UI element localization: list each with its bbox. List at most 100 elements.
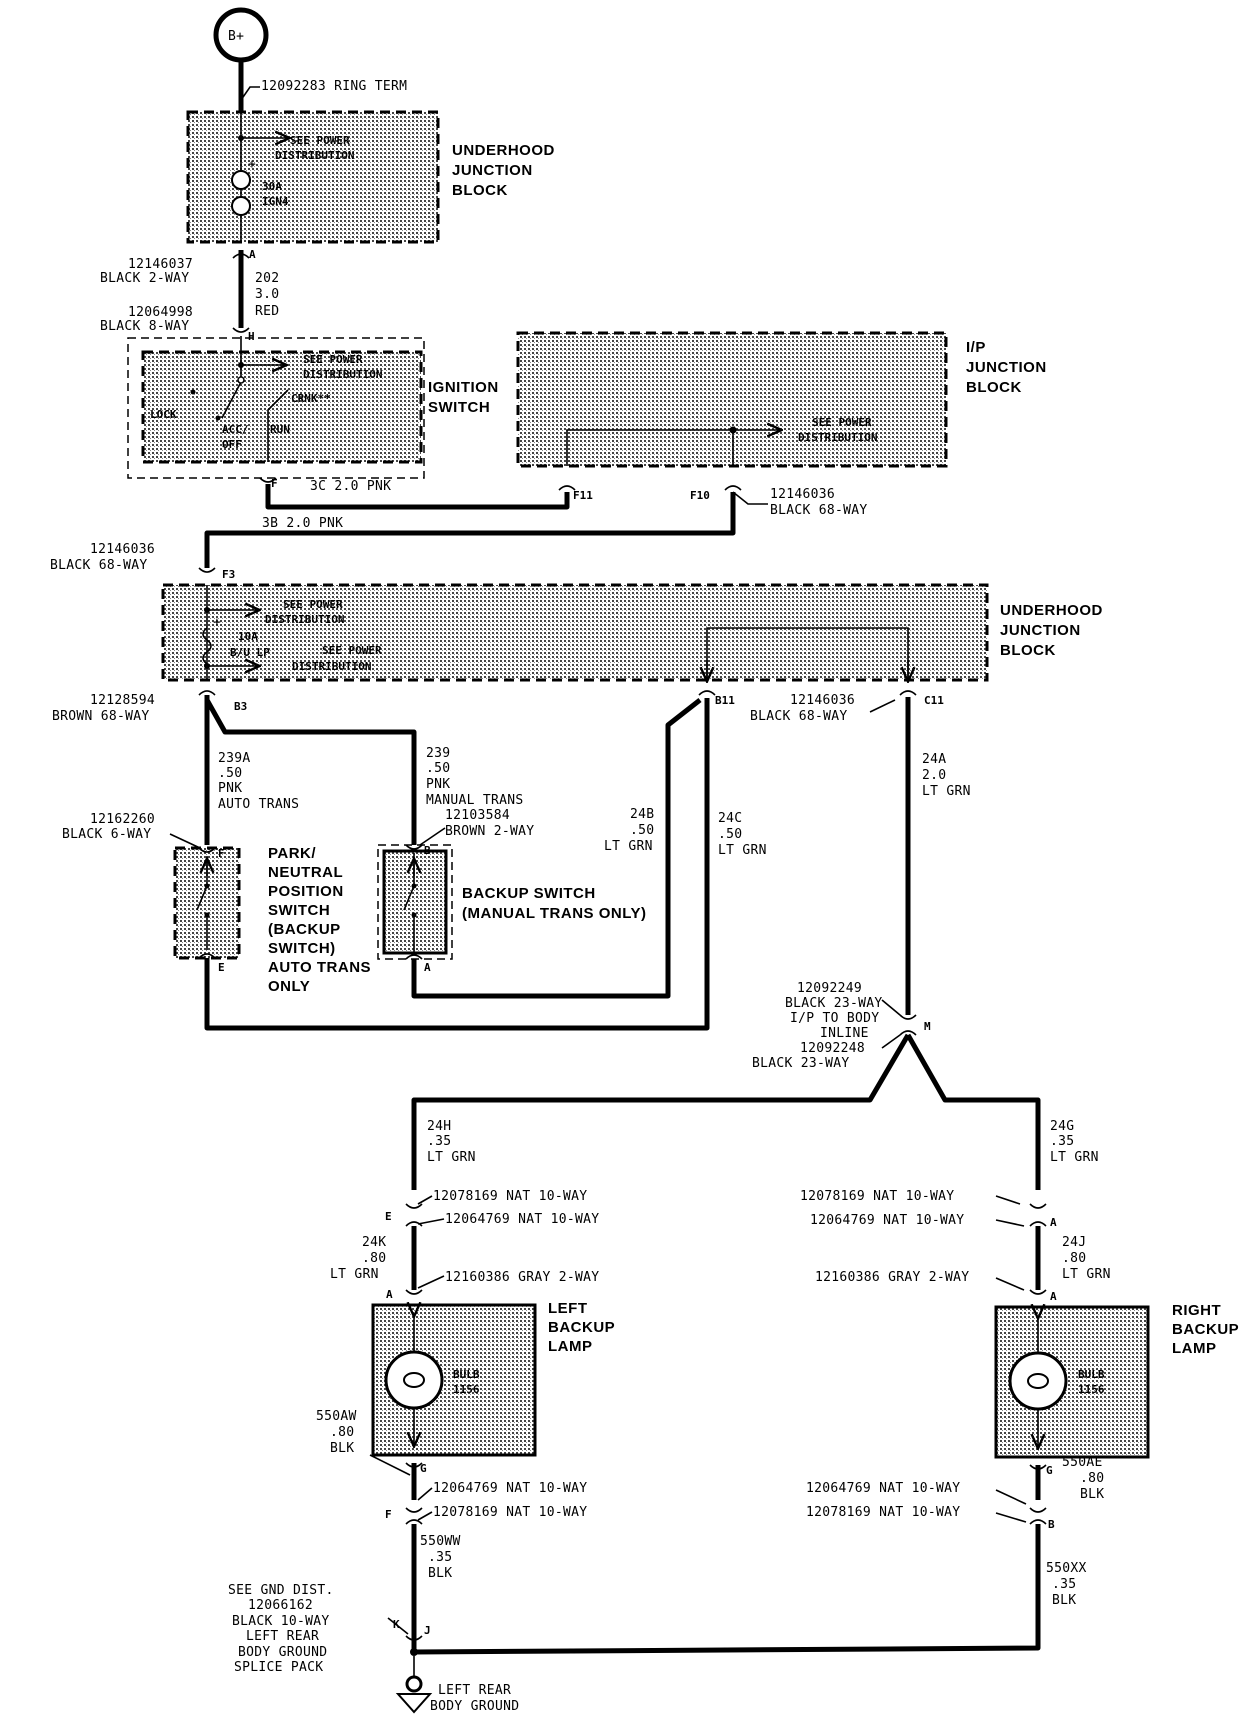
wire-202-id: 202 [255, 271, 279, 286]
right-pin-a1: A [1050, 1216, 1057, 1229]
ipjb-name-3: BLOCK [966, 379, 1022, 396]
uhjb-mid-see-power-2: SEE POWER [322, 644, 382, 657]
right-bulb-number: 1156 [1078, 1383, 1105, 1396]
right-conn5-leader [995, 1512, 1027, 1523]
wire-202-color: RED [255, 304, 279, 319]
fuse-10a-amp: 10A [238, 630, 258, 643]
conn-f3-tick [198, 567, 216, 573]
wire-24a-id: 24A [922, 752, 946, 767]
conn-h-part: 12064998 [128, 305, 193, 320]
left-conn2-leader [417, 1218, 445, 1225]
ground-splice-2: 12066162 [248, 1598, 313, 1613]
pn-switch-contact1 [204, 883, 210, 889]
left-24k-id: 24K [362, 1235, 386, 1250]
ground-splice-leader [387, 1617, 409, 1635]
conn-h-pin: H [248, 330, 255, 343]
left-conn1-leader [417, 1195, 433, 1205]
uhjb-mid-name-1: UNDERHOOD [1000, 602, 1103, 619]
wire-24b [411, 698, 702, 999]
right-550ae-color: BLK [1080, 1487, 1104, 1502]
ignition-crnk: CRNK** [291, 392, 331, 405]
ground-label-1: LEFT REAR [438, 1683, 511, 1698]
left-pin-g: G [420, 1462, 427, 1475]
backup-switch-contact2 [411, 912, 417, 918]
ignition-name-1: IGNITION [428, 379, 499, 396]
ground-symbol-icon [395, 1693, 433, 1714]
conn-h-desc: BLACK 8-WAY [100, 319, 189, 334]
ground-k-tick [405, 1635, 423, 1641]
conn-h-marker [232, 327, 250, 333]
backup-switch [382, 849, 448, 955]
pn-switch-1: PARK/ [268, 845, 316, 862]
ignition-off: OFF [222, 438, 242, 451]
wire-239a-size: .50 [218, 766, 242, 781]
pin-b3: B3 [234, 700, 247, 713]
right-lamp-name-3: LAMP [1172, 1340, 1217, 1357]
conn-b3-desc: BROWN 68-WAY [52, 709, 150, 724]
left-550aw-leader [369, 1454, 411, 1476]
wire-24g-color: LT GRN [1050, 1150, 1099, 1165]
wire-239a-color: PNK [218, 781, 242, 796]
wire-239-note: MANUAL TRANS [426, 793, 524, 808]
backup-pin-a: A [424, 961, 431, 974]
right-24j-size: .80 [1062, 1251, 1086, 1266]
wire-3c [265, 484, 570, 510]
conn-b3-part: 12128594 [90, 693, 155, 708]
pn-conn-part: 12162260 [90, 812, 155, 827]
pin-j: J [424, 1624, 431, 1637]
left-conn-tick3 [405, 1507, 423, 1513]
right-550xx-size: .35 [1052, 1577, 1076, 1592]
right-conn3-leader [995, 1277, 1025, 1291]
pn-switch-contact2 [204, 912, 210, 918]
conn-c11-leader [869, 699, 896, 713]
ipjb-name-1: I/P [966, 339, 986, 356]
wire-239 [204, 698, 417, 845]
left-conn2: 12064769 NAT 10-WAY [445, 1212, 599, 1227]
underhood-junction-block-top [186, 110, 440, 244]
ipjb-pin-f11: F11 [573, 489, 593, 502]
pn-switch-5: (BACKUP [268, 921, 341, 938]
right-conn1-leader [995, 1195, 1021, 1205]
uhjb-top-see-power: SEE POWER [290, 134, 350, 147]
left-550aw-color: BLK [330, 1441, 354, 1456]
ipjb-conn-leader [732, 491, 768, 505]
fuse-10a [202, 627, 212, 665]
right-conn-tick4 [1029, 1519, 1047, 1525]
pn-conn-desc: BLACK 6-WAY [62, 827, 151, 842]
ignition-switch-outer [127, 337, 425, 479]
backup-switch-contact1 [411, 883, 417, 889]
inline-tick-bottom [899, 1030, 917, 1036]
wire-3b [204, 492, 736, 568]
uhjb-top-name-2: JUNCTION [452, 162, 533, 179]
backup-pin-b: B [424, 844, 431, 857]
ignition-blade [221, 381, 242, 419]
left-lamp-name-1: LEFT [548, 1300, 588, 1317]
ground-ring-icon [405, 1675, 423, 1693]
ipjb-conn-desc: BLACK 68-WAY [770, 503, 868, 518]
ignition-output-tick [259, 477, 277, 483]
uhjb-top-name-1: UNDERHOOD [452, 142, 555, 159]
wire-239a-id: 239A [218, 751, 251, 766]
wire-24b-color: LT GRN [604, 839, 653, 854]
wire-24a-color: LT GRN [922, 784, 971, 799]
wire-24c-color: LT GRN [718, 843, 767, 858]
left-lamp-name-2: BACKUP [548, 1319, 615, 1336]
right-conn2-leader [995, 1219, 1025, 1227]
right-conn-tick3 [1029, 1507, 1047, 1513]
ring-term-leader [240, 86, 260, 101]
right-550ae-id: 550AE [1062, 1455, 1103, 1470]
ipjb-pin-f10: F10 [690, 489, 710, 502]
pn-switch-4: SWITCH [268, 902, 330, 919]
wire-24a-size: 2.0 [922, 768, 946, 783]
pn-switch-8: ONLY [268, 978, 310, 995]
pin-m: M [924, 1020, 931, 1033]
inline-1: 12092249 [797, 981, 862, 996]
ignition-name-2: SWITCH [428, 399, 490, 416]
conn-c11-part: 12146036 [790, 693, 855, 708]
left-lamp-name-3: LAMP [548, 1338, 593, 1355]
ignition-node [238, 362, 244, 368]
uhjb-mid-plus: + [213, 615, 221, 630]
ipjb-name-2: JUNCTION [966, 359, 1047, 376]
left-conn-tick1 [405, 1203, 423, 1209]
